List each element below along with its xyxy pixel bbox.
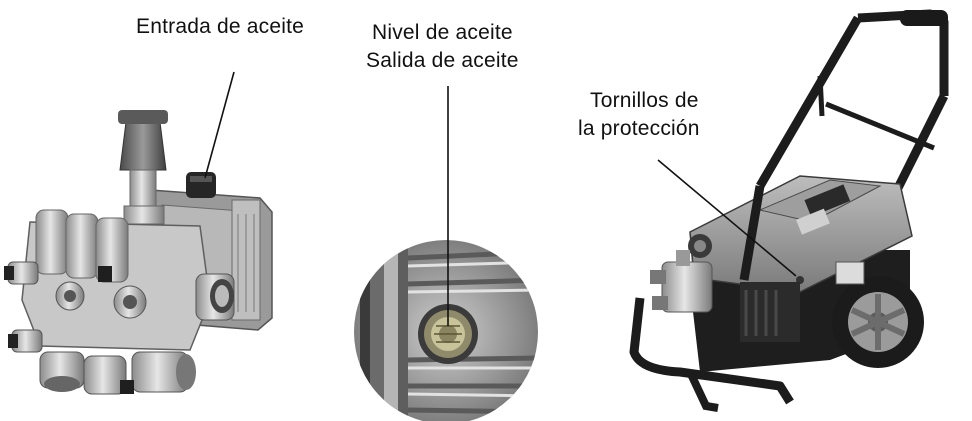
pump-illustration (4, 110, 273, 395)
guard-screws-label-line1: Tornillos de (590, 89, 699, 112)
oil-inlet-label: Entrada de aceite (136, 15, 305, 38)
guard-screws-leader-line (657, 159, 797, 277)
oil-level-label: Nivel de aceite (372, 21, 513, 44)
oil-inlet-leader-line (204, 71, 235, 179)
guard-screws-label-line2: la protección (578, 117, 700, 140)
pressure-washer-illustration (629, 9, 949, 412)
oil-sight-glass-closeup (354, 240, 538, 421)
oil-outlet-label: Salida de aceite (366, 49, 519, 72)
